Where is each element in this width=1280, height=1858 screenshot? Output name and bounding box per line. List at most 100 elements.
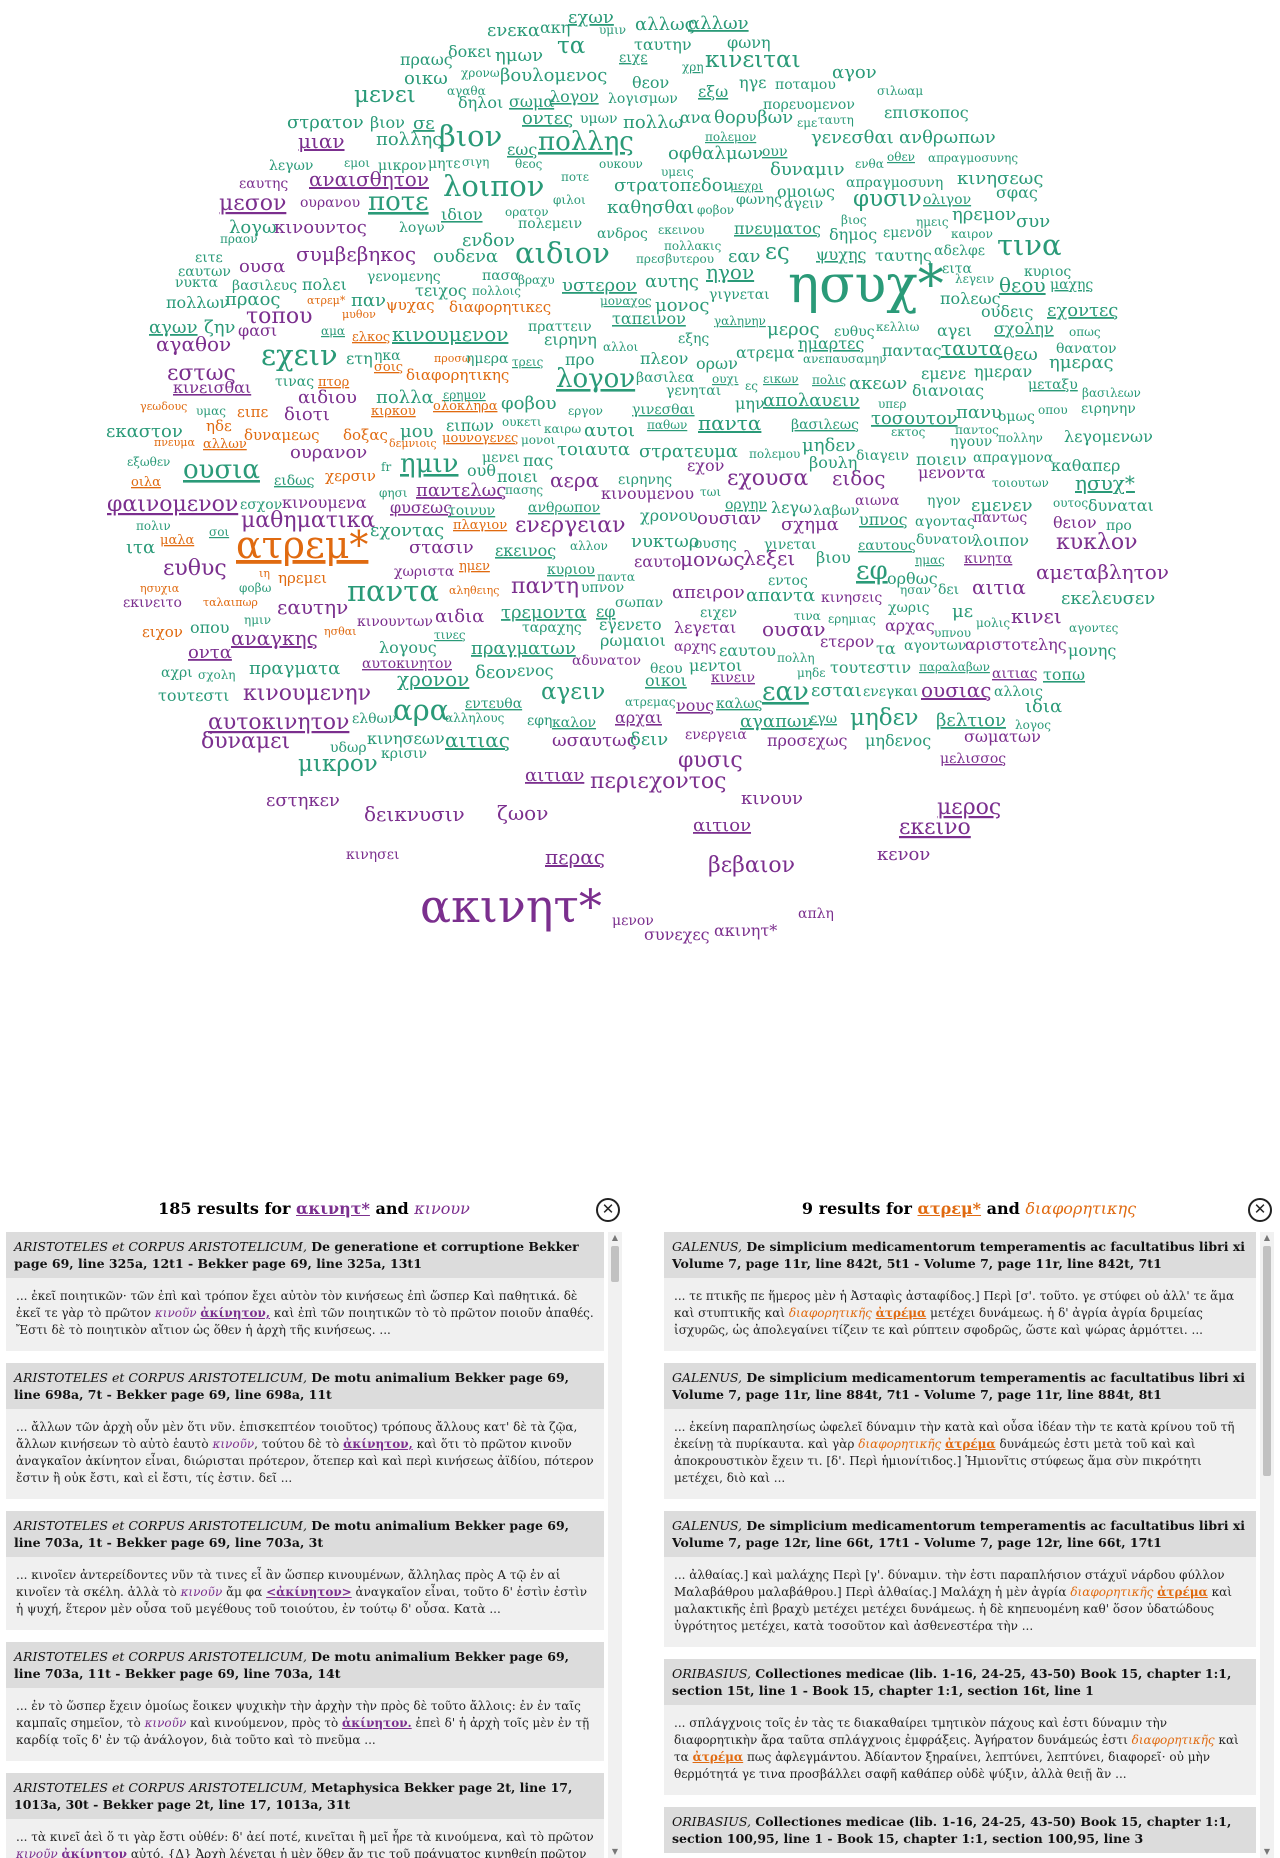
cloud-word[interactable]: δυναμιν <box>770 159 845 180</box>
cloud-word[interactable]: ησαν <box>900 583 931 597</box>
cloud-word[interactable]: νους <box>676 696 714 715</box>
cloud-word[interactable]: θεου <box>999 273 1046 297</box>
cloud-word[interactable]: σχημα <box>781 514 839 535</box>
cloud-word[interactable]: μικρον <box>298 751 378 777</box>
cloud-word[interactable]: τοιουτων <box>992 476 1049 490</box>
cloud-word[interactable]: δεμνιοις <box>389 437 437 450</box>
cloud-word[interactable]: κινειται <box>705 47 801 73</box>
cloud-word[interactable]: δειν <box>630 729 668 750</box>
cloud-word[interactable]: πραγματων <box>471 638 576 659</box>
cloud-word[interactable]: υμεις <box>661 165 694 179</box>
cloud-word[interactable]: πασης <box>505 483 543 497</box>
cloud-word[interactable]: ελκος <box>352 330 390 345</box>
cloud-word[interactable]: κυριου <box>547 562 595 578</box>
cloud-word[interactable]: αληθειης <box>449 584 499 597</box>
cloud-word[interactable]: μελισσος <box>940 751 1006 767</box>
result-citation[interactable]: ARISTOTELES et CORPUS ARISTOTELICUM, De … <box>6 1511 604 1557</box>
cloud-word[interactable]: μικρον <box>378 158 427 174</box>
cloud-word[interactable]: λογον <box>556 364 635 394</box>
cloud-word[interactable]: οφθαλμων <box>668 143 763 164</box>
cloud-word[interactable]: ομοιως <box>777 182 835 201</box>
cloud-word[interactable]: αμα <box>321 324 345 338</box>
highlighted-term[interactable]: <ἀκίνητον> <box>266 1585 352 1599</box>
cloud-word[interactable]: τρεμοντα <box>501 602 586 623</box>
highlighted-term[interactable]: ἀκίνητον, <box>200 1306 271 1320</box>
cloud-word[interactable]: τειχος <box>415 281 467 300</box>
cloud-word[interactable]: χρονω <box>461 66 500 80</box>
cloud-word[interactable]: παντος <box>955 423 999 437</box>
close-icon[interactable]: ✕ <box>596 1198 620 1222</box>
cloud-word[interactable]: σιγη <box>462 155 489 169</box>
cloud-word[interactable]: μαθηματικα <box>241 508 375 533</box>
cloud-word[interactable]: βασιλεως <box>791 417 859 433</box>
cloud-word[interactable]: ερημον <box>443 388 486 402</box>
cloud-word[interactable]: φυσιν <box>853 186 922 212</box>
cloud-word[interactable]: αγαθον <box>156 332 231 356</box>
cloud-word[interactable]: ορατον <box>505 205 549 219</box>
cloud-word[interactable]: εσται <box>811 680 862 701</box>
cloud-word[interactable]: αγειν <box>541 679 605 705</box>
cloud-word[interactable]: εξης <box>678 331 709 347</box>
scroll-up-icon[interactable]: ▲ <box>1263 1233 1271 1242</box>
cloud-word[interactable]: εντευθα <box>465 696 523 712</box>
cloud-word[interactable]: ηρεμει <box>278 569 327 587</box>
cloud-word[interactable]: εχον <box>687 456 724 475</box>
cloud-word[interactable]: ειδος <box>832 466 886 490</box>
cloud-word[interactable]: μενει <box>354 82 416 108</box>
cloud-word[interactable]: ενεργεια <box>685 727 747 743</box>
cloud-word[interactable]: παντας <box>882 341 942 360</box>
cloud-word[interactable]: ημιν <box>244 613 271 627</box>
cloud-word[interactable]: ημεις <box>916 215 949 229</box>
highlighted-term[interactable]: κινοῦν <box>154 1306 197 1320</box>
scroll-down-icon[interactable]: ▼ <box>1263 1847 1271 1856</box>
cloud-word[interactable]: πολλων <box>166 293 229 312</box>
highlighted-term[interactable]: ἀκίνητον. <box>342 1716 412 1730</box>
cloud-word[interactable]: σωπαν <box>615 595 663 611</box>
cloud-word[interactable]: γενεσθαι <box>811 127 894 148</box>
cloud-word[interactable]: κινησεις <box>821 590 882 606</box>
cloud-word[interactable]: οικοι <box>645 671 687 690</box>
cloud-word[interactable]: αριστοτελης <box>965 635 1067 654</box>
cloud-word[interactable]: γενομενης <box>367 269 441 285</box>
cloud-word[interactable]: υστερον <box>562 275 637 296</box>
cloud-word[interactable]: κινουμενην <box>243 681 371 706</box>
cloud-word[interactable]: δυναται <box>1088 496 1154 515</box>
cloud-word[interactable]: μαχης <box>1050 277 1093 293</box>
highlighted-term[interactable]: ἀκίνητον, <box>343 1437 413 1451</box>
cloud-word[interactable]: αυτοι <box>584 420 635 441</box>
cloud-word[interactable]: ταυτα <box>941 336 1002 360</box>
cloud-word[interactable]: διαφορητικης <box>406 366 509 384</box>
cloud-word[interactable]: καιρον <box>951 227 993 241</box>
results-list-right[interactable]: GALENUS, De simplicium medicamentorum te… <box>664 1232 1256 1858</box>
cloud-word[interactable]: βουλη <box>809 453 857 472</box>
cloud-word[interactable]: ολοκληρα <box>433 399 498 414</box>
query-term-1[interactable]: ακινητ* <box>296 1199 370 1218</box>
cloud-word[interactable]: απραγμοσυνης <box>928 151 1018 165</box>
cloud-word[interactable]: γαληνην <box>714 314 766 328</box>
cloud-word[interactable]: θεω <box>1003 344 1038 365</box>
cloud-word[interactable]: τινες <box>434 628 466 642</box>
cloud-word[interactable]: αυτοκινητον <box>362 656 452 672</box>
cloud-word[interactable]: ενεγκαι <box>863 684 918 700</box>
cloud-word[interactable]: ενθα <box>855 157 884 171</box>
cloud-word[interactable]: με <box>952 601 973 622</box>
cloud-word[interactable]: αγοντες <box>1069 621 1119 635</box>
cloud-word[interactable]: ταυτης <box>875 246 932 265</box>
cloud-word[interactable]: εκαστον <box>106 421 183 442</box>
cloud-word[interactable]: ημιν <box>400 449 458 479</box>
cloud-word[interactable]: εφ <box>596 602 616 621</box>
cloud-word[interactable]: γινεσθαι <box>632 402 695 418</box>
cloud-word[interactable]: ουσαν <box>762 617 826 641</box>
cloud-word[interactable]: ημεν <box>459 559 490 574</box>
cloud-word[interactable]: οντες <box>522 108 573 129</box>
cloud-word[interactable]: πολλης <box>376 129 442 150</box>
cloud-word[interactable]: αγοντας <box>915 514 975 530</box>
cloud-word[interactable]: εαυτων <box>178 264 231 280</box>
cloud-word[interactable]: απολαυειν <box>763 390 860 411</box>
cloud-word[interactable]: προσω <box>434 352 471 365</box>
cloud-word[interactable]: φωνη <box>727 33 771 52</box>
cloud-word[interactable]: ουδεις <box>981 302 1034 321</box>
cloud-word[interactable]: πνευμα <box>154 436 195 449</box>
cloud-word[interactable]: πανυ <box>956 402 1002 423</box>
cloud-word[interactable]: υμιν <box>599 23 626 37</box>
